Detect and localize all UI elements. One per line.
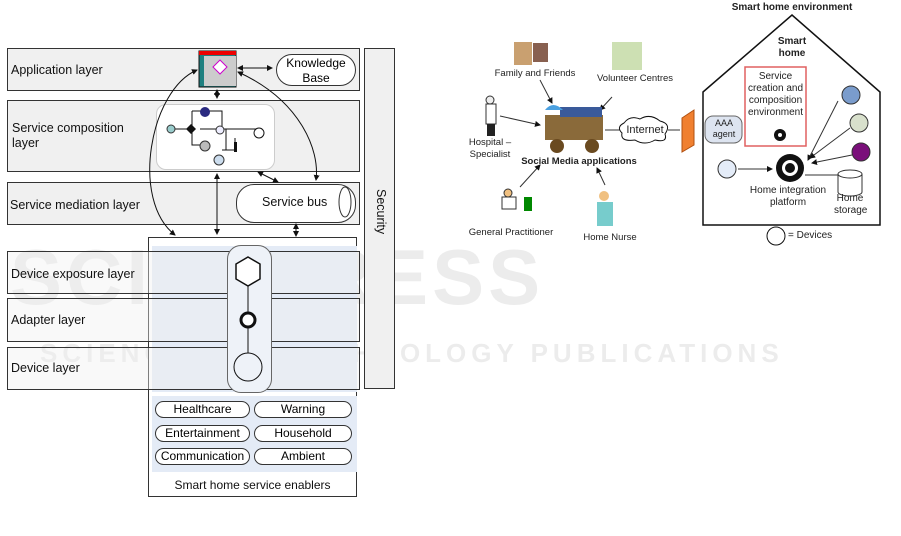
security-column: Security xyxy=(364,48,395,389)
aaa-agent: AAA agent xyxy=(712,118,736,139)
service-entertainment: Entertainment xyxy=(155,425,250,442)
service-bus: Service bus xyxy=(236,184,356,223)
actor-volunteer: Volunteer Centres xyxy=(596,73,674,84)
actor-gp: General Practitioner xyxy=(468,227,554,238)
device-layer: Device layer xyxy=(7,347,360,390)
enablers-caption: Smart home service enablers xyxy=(174,478,331,492)
service-env-label: Service creation and composition environ… xyxy=(747,71,804,118)
service-communication: Communication xyxy=(155,448,250,465)
adapter-layer: Adapter layer xyxy=(7,298,360,342)
actor-hospital: Hospital – Specialist xyxy=(468,137,512,160)
internet-cloud: Internet xyxy=(626,124,664,136)
service-ambient: Ambient xyxy=(254,448,352,465)
devices-legend: = Devices xyxy=(788,230,833,241)
service-healthcare: Healthcare xyxy=(155,401,250,418)
social-media-label: Social Media applications xyxy=(521,156,637,167)
home-platform-label: Home integration platform xyxy=(749,185,827,208)
home-storage-label: Home storage xyxy=(834,193,868,216)
smart-home-env-title: Smart home environment xyxy=(731,2,853,13)
service-household: Household xyxy=(254,425,352,442)
actor-family: Family and Friends xyxy=(494,68,576,79)
service-warning: Warning xyxy=(254,401,352,418)
actor-nurse: Home Nurse xyxy=(583,232,637,243)
device-exposure-layer: Device exposure layer xyxy=(7,251,360,294)
smart-home-label: Smart home xyxy=(777,36,807,59)
